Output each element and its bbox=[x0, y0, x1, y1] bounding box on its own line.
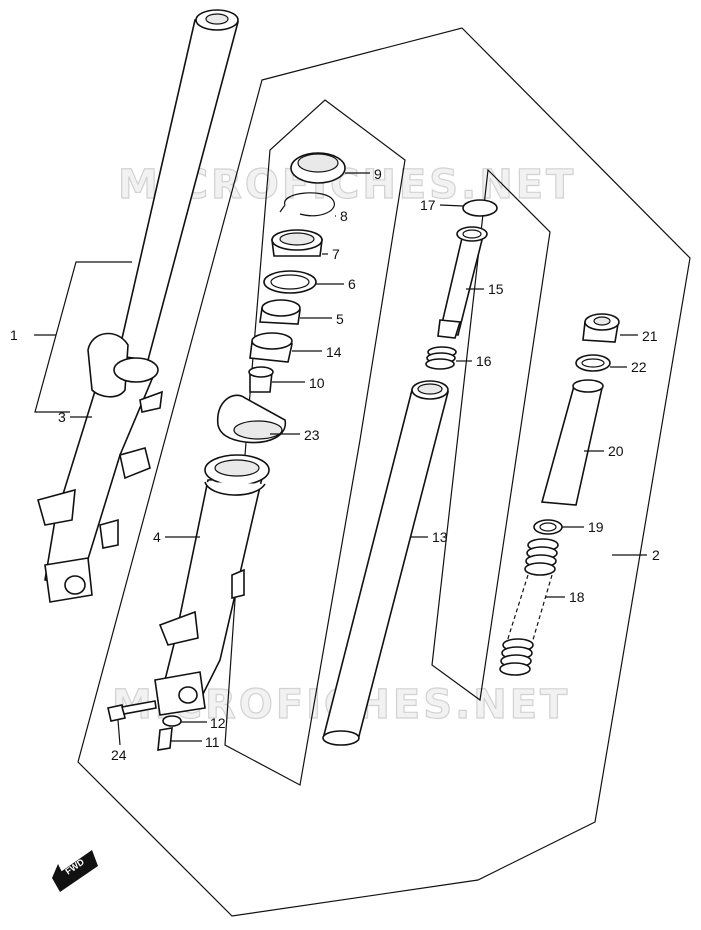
label-part-22: 22 bbox=[631, 359, 647, 375]
inner-group-outline-1 bbox=[224, 99, 406, 786]
label-part-13: 13 bbox=[432, 529, 448, 545]
fork-assembly-left bbox=[37, 9, 240, 603]
label-part-24: 24 bbox=[111, 747, 127, 763]
bolt-11 bbox=[157, 727, 173, 751]
label-part-16: 16 bbox=[476, 353, 492, 369]
spacer-10 bbox=[248, 366, 274, 393]
clip-8 bbox=[279, 192, 335, 217]
spacer-tube-20 bbox=[540, 379, 604, 506]
bushing-5 bbox=[259, 299, 301, 325]
label-part-7: 7 bbox=[332, 246, 340, 262]
washer-12 bbox=[162, 715, 182, 727]
washer-6 bbox=[263, 270, 317, 294]
assembly-outline bbox=[77, 27, 691, 917]
label-part-18: 18 bbox=[569, 589, 585, 605]
label-part-1: 1 bbox=[10, 327, 18, 343]
label-part-17: 17 bbox=[420, 197, 436, 213]
label-part-6: 6 bbox=[348, 276, 356, 292]
label-part-21: 21 bbox=[642, 328, 658, 344]
cap-bolt-21 bbox=[582, 313, 620, 343]
inner-tube-13 bbox=[322, 380, 450, 746]
label-part-2: 2 bbox=[652, 547, 660, 563]
label-part-10: 10 bbox=[309, 375, 325, 391]
label-part-23: 23 bbox=[304, 427, 320, 443]
damper-rod-15 bbox=[437, 226, 488, 339]
o-ring-22 bbox=[575, 354, 611, 372]
washer-19 bbox=[533, 519, 563, 535]
label-part-4: 4 bbox=[153, 529, 161, 545]
label-part-9: 9 bbox=[374, 166, 382, 182]
inner-group-outline-2 bbox=[431, 168, 551, 702]
label-part-15: 15 bbox=[488, 281, 504, 297]
label-part-20: 20 bbox=[608, 443, 624, 459]
label-part-19: 19 bbox=[588, 519, 604, 535]
label-part-3: 3 bbox=[58, 409, 66, 425]
label-part-14: 14 bbox=[326, 344, 342, 360]
fork-spring-18 bbox=[499, 538, 559, 676]
cover-23 bbox=[217, 394, 286, 444]
bushing-14 bbox=[249, 332, 293, 363]
bracket-part-1 bbox=[34, 261, 132, 413]
label-part-11: 11 bbox=[205, 734, 220, 750]
ring-17 bbox=[462, 199, 498, 217]
label-part-5: 5 bbox=[336, 311, 344, 327]
bolt-24 bbox=[107, 700, 157, 722]
fwd-arrow-icon: FWD bbox=[52, 850, 98, 892]
dust-seal-9 bbox=[290, 152, 346, 184]
oil-seal-7 bbox=[271, 229, 323, 257]
label-part-12: 12 bbox=[210, 715, 226, 731]
rebound-spring-16 bbox=[425, 346, 457, 370]
label-part-8: 8 bbox=[340, 208, 348, 224]
outer-tube-4 bbox=[154, 454, 270, 716]
